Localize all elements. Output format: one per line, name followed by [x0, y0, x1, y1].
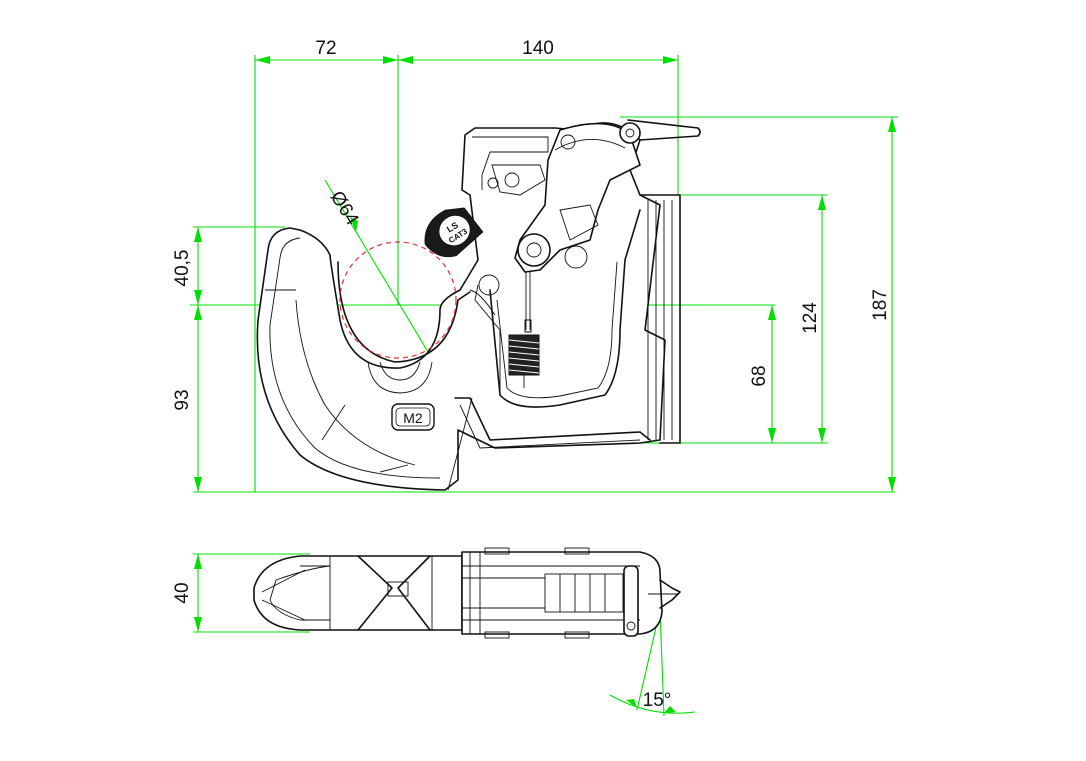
latch-mechanism [478, 119, 701, 388]
dim-height-lower: 93 [172, 389, 193, 410]
m2-stamp: M2 [391, 403, 435, 431]
dim-height-inner: 68 [749, 365, 770, 386]
category-plate: LS CAT3 [424, 207, 484, 258]
body-ribs [447, 136, 681, 491]
stamp-text: M2 [403, 410, 423, 426]
dim-width-left: 72 [315, 38, 336, 59]
dim-width-right: 140 [522, 38, 554, 59]
dim-height-side: 124 [800, 302, 821, 334]
hook-top-view [253, 547, 681, 639]
dim-thickness: 40 [172, 582, 193, 603]
dim-angle: 15° [643, 690, 672, 711]
dim-height-upper: 40,5 [172, 250, 193, 287]
dim-height-total: 187 [870, 289, 891, 321]
